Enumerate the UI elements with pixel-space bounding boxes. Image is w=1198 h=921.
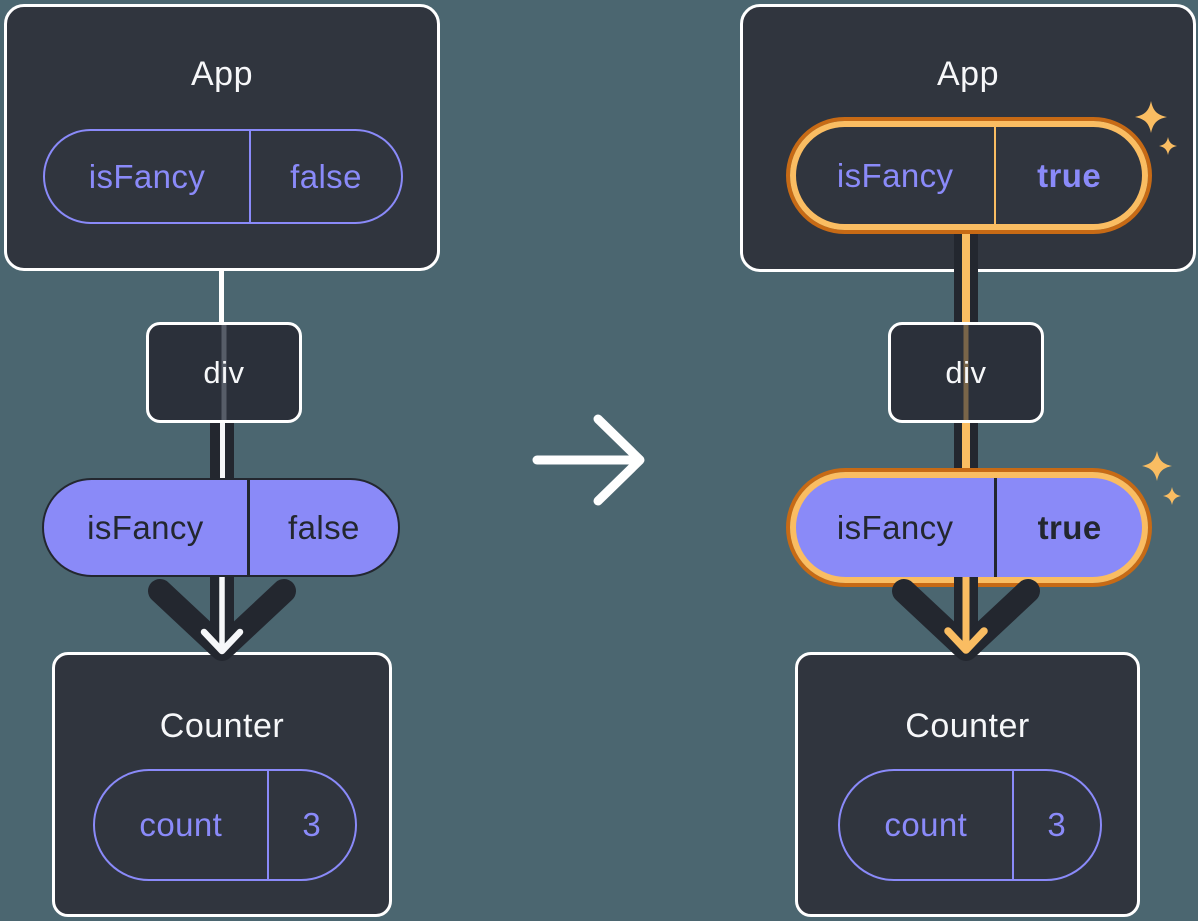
prop-band-div-to-pill	[210, 423, 234, 479]
state-value: false	[248, 131, 401, 222]
sparkles-icon	[1142, 451, 1181, 505]
state-key: isFancy	[88, 157, 206, 195]
pass-through-line	[221, 325, 227, 420]
app-component-box-before: App isFancy false	[4, 4, 440, 271]
prop-value: true	[994, 478, 1142, 577]
right-arrow-icon	[532, 414, 645, 506]
component-title: Counter	[159, 707, 285, 745]
state-key: count	[884, 806, 968, 843]
state-value: 3	[1011, 771, 1100, 879]
prop-band-app-to-div	[954, 230, 978, 322]
div-label: div	[203, 354, 245, 390]
state-pill-count-before: count 3	[93, 769, 357, 881]
state-pill-isfancy-before: isFancy false	[43, 129, 403, 224]
prop-key: isFancy	[87, 508, 204, 546]
prop-key: isFancy	[836, 508, 954, 546]
prop-value: false	[246, 480, 398, 575]
div-node-before: div	[146, 322, 302, 423]
core-line	[962, 230, 970, 322]
prop-pill-isfancy-after: isFancy true	[790, 472, 1148, 583]
component-title: Counter	[905, 707, 1030, 745]
arrow-down-icon	[148, 577, 296, 661]
component-title: App	[191, 55, 253, 93]
state-value: 3	[266, 771, 355, 879]
arrow-down-icon	[892, 577, 1040, 661]
connector-app-to-div	[219, 269, 224, 324]
state-pill-isfancy-after-highlight: isFancy true	[786, 117, 1152, 234]
state-key: isFancy	[836, 156, 954, 194]
sparkles-icon	[1135, 101, 1177, 155]
counter-component-box-after: Counter count 3	[795, 652, 1140, 917]
div-node-after: div	[888, 322, 1044, 423]
counter-component-box-before: Counter count 3	[52, 652, 392, 917]
div-label: div	[945, 354, 987, 390]
state-pill-count-after: count 3	[838, 769, 1102, 881]
component-title: App	[937, 55, 999, 93]
core-line	[219, 423, 225, 479]
state-pill-isfancy-after: isFancy true	[790, 121, 1148, 230]
state-value: true	[994, 127, 1142, 224]
core-line	[962, 423, 970, 479]
prop-pill-isfancy-after-highlight: isFancy true	[786, 468, 1152, 587]
prop-pill-isfancy-before: isFancy false	[42, 478, 400, 577]
state-key: count	[139, 806, 223, 843]
pass-through-line	[963, 325, 969, 420]
